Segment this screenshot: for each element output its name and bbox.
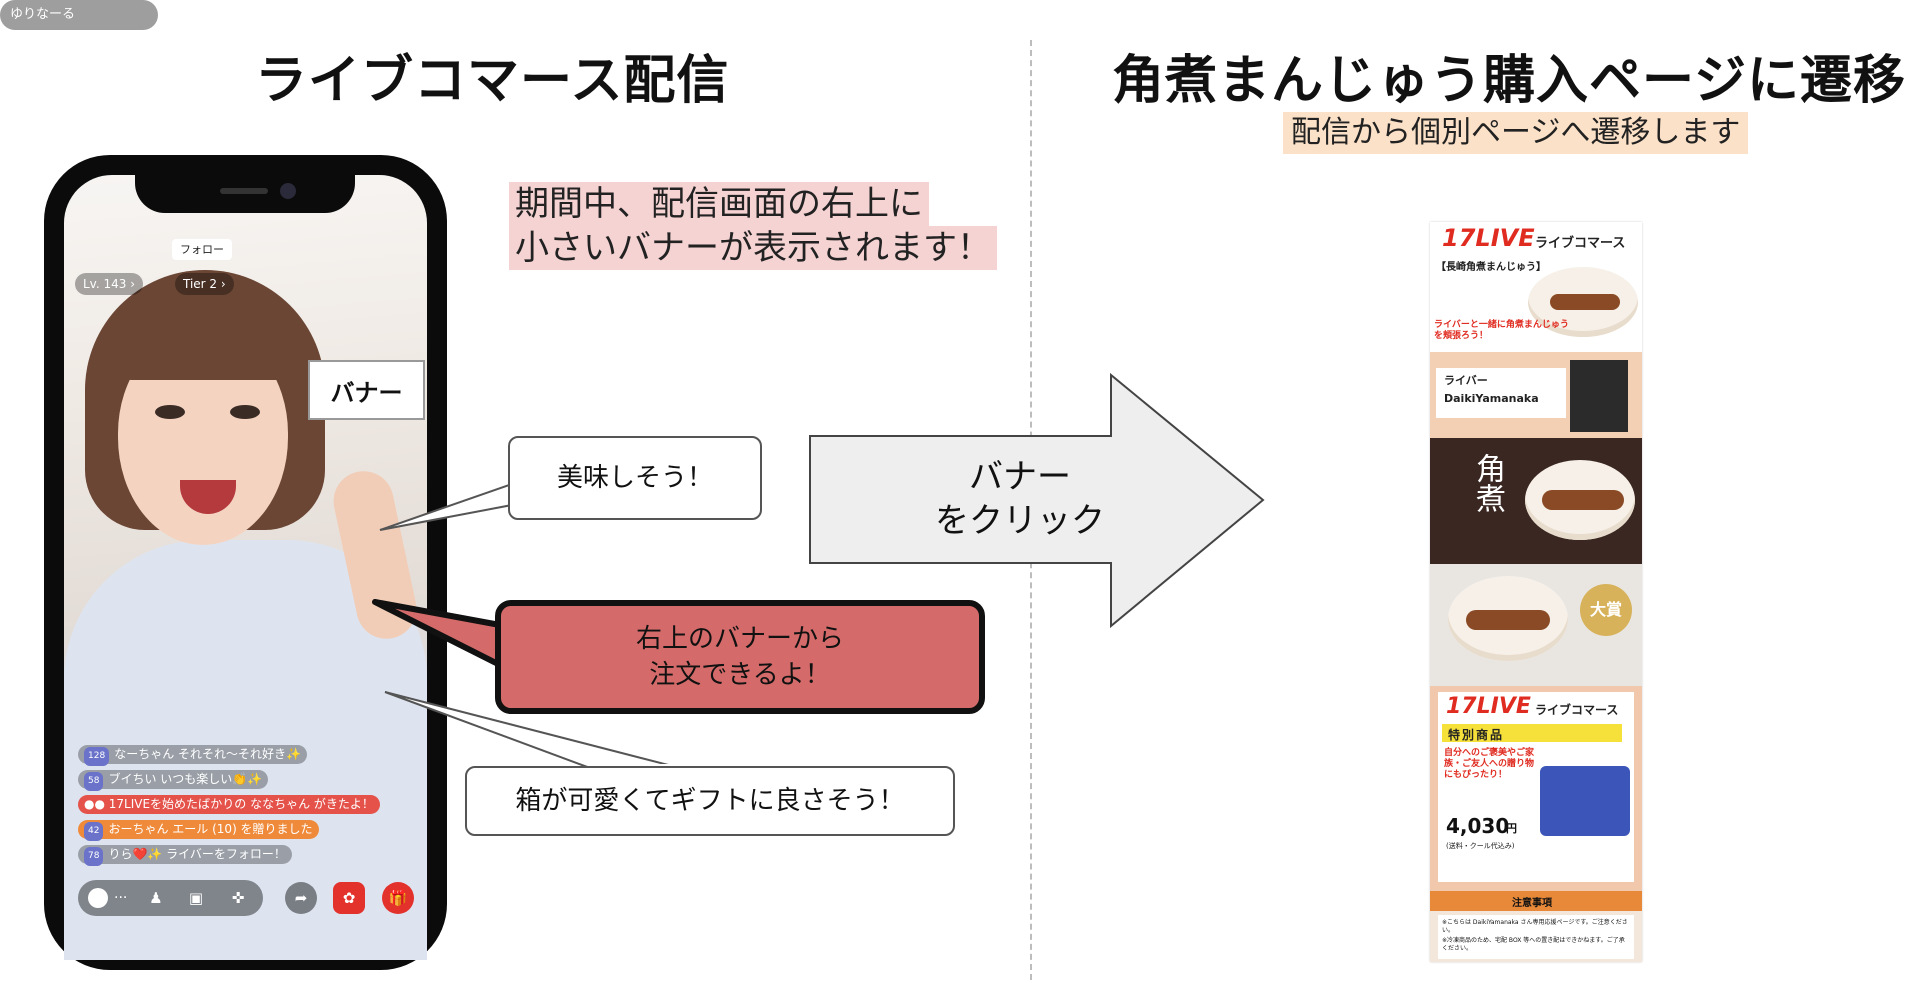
comment-user: おーちゃん bbox=[108, 822, 169, 836]
comment-text: エール (10) を贈りました bbox=[172, 822, 313, 836]
logo: 17LIVE bbox=[1442, 224, 1535, 252]
notice-body: ※こちらは DaikiYamanaka さん専用応援ページです。ご注意ください。… bbox=[1430, 911, 1642, 962]
comment-user: ブイちい bbox=[108, 772, 157, 786]
banner-note: 期間中、配信画面の右上に 小さいバナーが表示されます！ bbox=[503, 182, 1003, 270]
streamer-eye-left bbox=[155, 405, 185, 419]
tier-chip[interactable]: Tier 2 › bbox=[175, 273, 234, 295]
notice-header: 注意事項 bbox=[1430, 891, 1642, 911]
comment-text: ライバーをフォロー！ bbox=[166, 847, 286, 861]
order-line1: 右上のバナーから bbox=[635, 624, 844, 654]
level-text: Lv. 143 bbox=[83, 277, 127, 291]
tier-text: Tier 2 bbox=[183, 277, 218, 291]
bag-icon[interactable]: ▣ bbox=[188, 889, 204, 907]
phone-camera bbox=[280, 183, 296, 199]
kakuni-text: 角煮 bbox=[1470, 453, 1505, 513]
comment-bubble-gift: 箱が可愛くてギフトに良さそう！ bbox=[465, 766, 955, 836]
share-icon[interactable]: ➦ bbox=[285, 882, 317, 914]
gift-box-image bbox=[1540, 766, 1630, 836]
page-header: 17LIVE ライブコマース 【長崎角煮まんじゅう】 ライバーと一緒に角煮まんじ… bbox=[1430, 222, 1642, 352]
chat-icon bbox=[88, 888, 108, 908]
order-line2: 注文できるよ！ bbox=[649, 660, 831, 690]
right-subtitle: 配信から個別ページへ遷移します bbox=[1283, 112, 1749, 154]
welcome-icon: ●● bbox=[84, 797, 109, 811]
liver-section: ライバー DaikiYamanaka bbox=[1430, 352, 1642, 438]
gift-copy: 自分へのご褒美やご家族・ご友人への贈り物にもぴったり！ bbox=[1444, 748, 1535, 780]
pork-image bbox=[1550, 294, 1620, 310]
comment-item: 42 おーちゃん エール (10) を贈りました bbox=[78, 820, 319, 841]
award-section: 大賞 bbox=[1430, 564, 1642, 686]
header-label: ライブコマース bbox=[1535, 236, 1626, 251]
comment-user: なーちゃん bbox=[114, 747, 175, 761]
streamer-name[interactable]: ゆりなーる bbox=[0, 0, 158, 30]
price-unit: 円 bbox=[1506, 822, 1517, 835]
award-pork bbox=[1466, 610, 1550, 630]
liver-name: DaikiYamanaka bbox=[1444, 392, 1539, 405]
liver-label: ライバー bbox=[1444, 374, 1488, 387]
gift-icon[interactable]: 🎁 bbox=[382, 882, 414, 914]
bear-icon[interactable]: ✿ bbox=[333, 882, 365, 914]
kakuni-pork bbox=[1542, 490, 1624, 510]
special-label-bar bbox=[1442, 724, 1622, 742]
special-label: 特別商品 bbox=[1448, 728, 1505, 742]
game-icon[interactable]: ✜ bbox=[231, 889, 245, 907]
notice-title: 注意事項 bbox=[1512, 898, 1552, 909]
stream-banner[interactable]: バナー bbox=[308, 360, 425, 420]
chat-input-bar[interactable]: ... bbox=[78, 880, 263, 916]
comment-item: 58 ブイちい いつも楽しい👏✨ bbox=[78, 770, 269, 791]
kakuni-section: 角煮 bbox=[1430, 438, 1642, 564]
user-level-badge: 42 bbox=[84, 822, 104, 841]
comment-item: 128 なーちゃん それそれ〜それ好き✨ bbox=[78, 745, 307, 766]
product-title: 【長崎角煮まんじゅう】 bbox=[1436, 262, 1546, 273]
special-header-label: ライブコマース bbox=[1535, 703, 1619, 717]
user-level-badge: 128 bbox=[84, 747, 110, 766]
notice-2: ※冷凍商品のため、宅配 BOX 等への置き配はできかねます。ご了承ください。 bbox=[1442, 937, 1625, 952]
left-title: ライブコマース配信 bbox=[255, 51, 730, 111]
award-medal: 大賞 bbox=[1580, 584, 1632, 636]
user-icon[interactable]: ♟ bbox=[149, 889, 163, 907]
catch-copy: ライバーと一緒に角煮まんじゅうを頬張ろう！ bbox=[1434, 320, 1569, 341]
transition-arrow bbox=[809, 373, 1265, 629]
arrow-label: バナー をクリック bbox=[880, 455, 1160, 543]
notice-card bbox=[1438, 915, 1634, 959]
user-level-badge: 78 bbox=[84, 847, 104, 866]
banner-note-line2: 小さいバナーが表示されます！ bbox=[509, 226, 997, 270]
banner-note-line1: 期間中、配信画面の右上に bbox=[509, 182, 929, 226]
comment-bubble-order: 右上のバナーから注文できるよ！ bbox=[495, 600, 985, 714]
price: 4,030 bbox=[1446, 814, 1510, 838]
comment-user: りら❤️✨ bbox=[108, 847, 163, 861]
special-section: 17LIVE ライブコマース 特別商品 自分へのご褒美やご家族・ご友人への贈り物… bbox=[1430, 686, 1642, 891]
liver-photo bbox=[1570, 360, 1628, 432]
follow-button[interactable]: フォロー bbox=[172, 239, 232, 260]
streamer-bangs bbox=[112, 300, 297, 380]
price-note: (送料・クール代込み) bbox=[1446, 842, 1515, 850]
level-chip[interactable]: Lv. 143 › bbox=[75, 273, 144, 295]
arrow-line1: バナー bbox=[969, 457, 1071, 497]
phone-speaker bbox=[220, 188, 268, 194]
special-logo: 17LIVE bbox=[1446, 694, 1531, 719]
arrow-line2: をクリック bbox=[935, 501, 1105, 541]
chat-placeholder: ... bbox=[114, 886, 128, 902]
comment-text: いつも楽しい👏✨ bbox=[160, 772, 263, 786]
comment-item: ●● 17LIVEを始めたばかりの ななちゃん がきたよ！ bbox=[78, 795, 380, 814]
right-title: 角煮まんじゅう購入ページに遷移 bbox=[1112, 51, 1906, 111]
streamer-eye-right bbox=[230, 405, 260, 419]
comment-text: 17LIVEを始めたばかりの ななちゃん がきたよ！ bbox=[108, 797, 374, 811]
arrow-shape bbox=[809, 373, 1265, 629]
notice-1: ※こちらは DaikiYamanaka さん専用応援ページです。ご注意ください。 bbox=[1442, 919, 1628, 934]
comment-bubble-tasty: 美味しそう！ bbox=[508, 436, 762, 520]
comment-text: それそれ〜それ好き✨ bbox=[178, 747, 301, 761]
commerce-page[interactable]: 17LIVE ライブコマース 【長崎角煮まんじゅう】 ライバーと一緒に角煮まんじ… bbox=[1430, 222, 1642, 962]
liver-card bbox=[1436, 368, 1566, 418]
comment-item: 78 りら❤️✨ ライバーをフォロー！ bbox=[78, 845, 292, 866]
user-level-badge: 58 bbox=[84, 772, 104, 791]
